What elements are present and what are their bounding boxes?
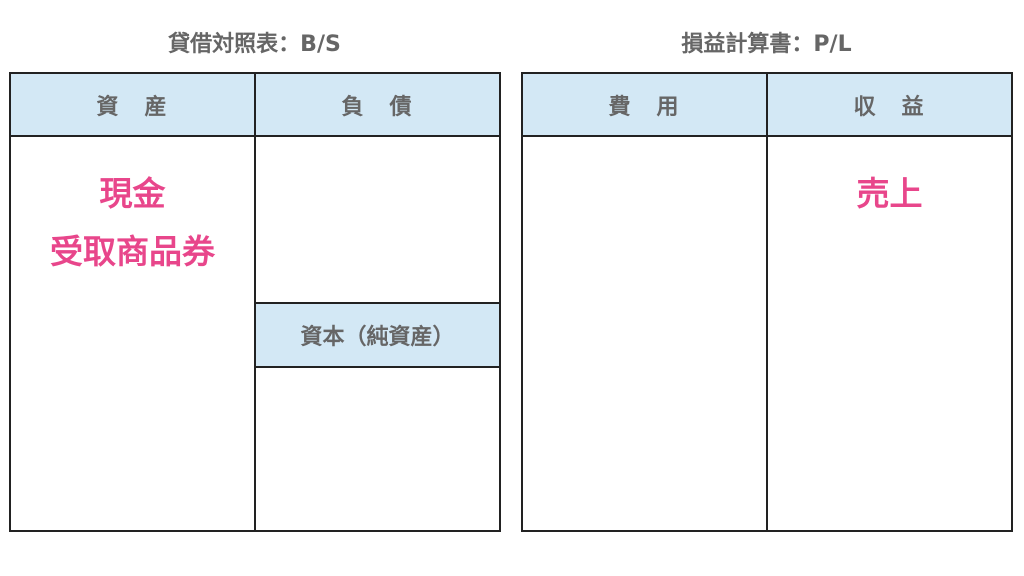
expenses-header-label: 費 用: [608, 94, 681, 120]
pl-expenses-header: 費 用: [521, 72, 768, 137]
pl-title: 損益計算書：P/L: [681, 32, 852, 57]
bs-title: 貸借対照表：B/S: [168, 32, 341, 57]
bs-liabilities-header: 負 債: [254, 72, 501, 137]
asset-item-cash: 現金: [99, 174, 166, 213]
pl-revenue-column: [766, 72, 1013, 532]
liabilities-header-label: 負 債: [341, 94, 414, 120]
assets-header-label: 資 産: [96, 94, 169, 120]
bs-assets-column: [9, 72, 256, 532]
revenue-item-sales: 売上: [856, 174, 923, 213]
asset-item-gift-certificate: 受取商品券: [50, 232, 215, 271]
bs-equity-header: 資本（純資産）: [254, 302, 501, 368]
revenue-header-label: 収 益: [853, 94, 926, 120]
pl-expenses-column: [521, 72, 768, 532]
pl-revenue-header: 収 益: [766, 72, 1013, 137]
equity-header-label: 資本（純資産）: [300, 325, 455, 350]
bs-assets-header: 資 産: [9, 72, 256, 137]
